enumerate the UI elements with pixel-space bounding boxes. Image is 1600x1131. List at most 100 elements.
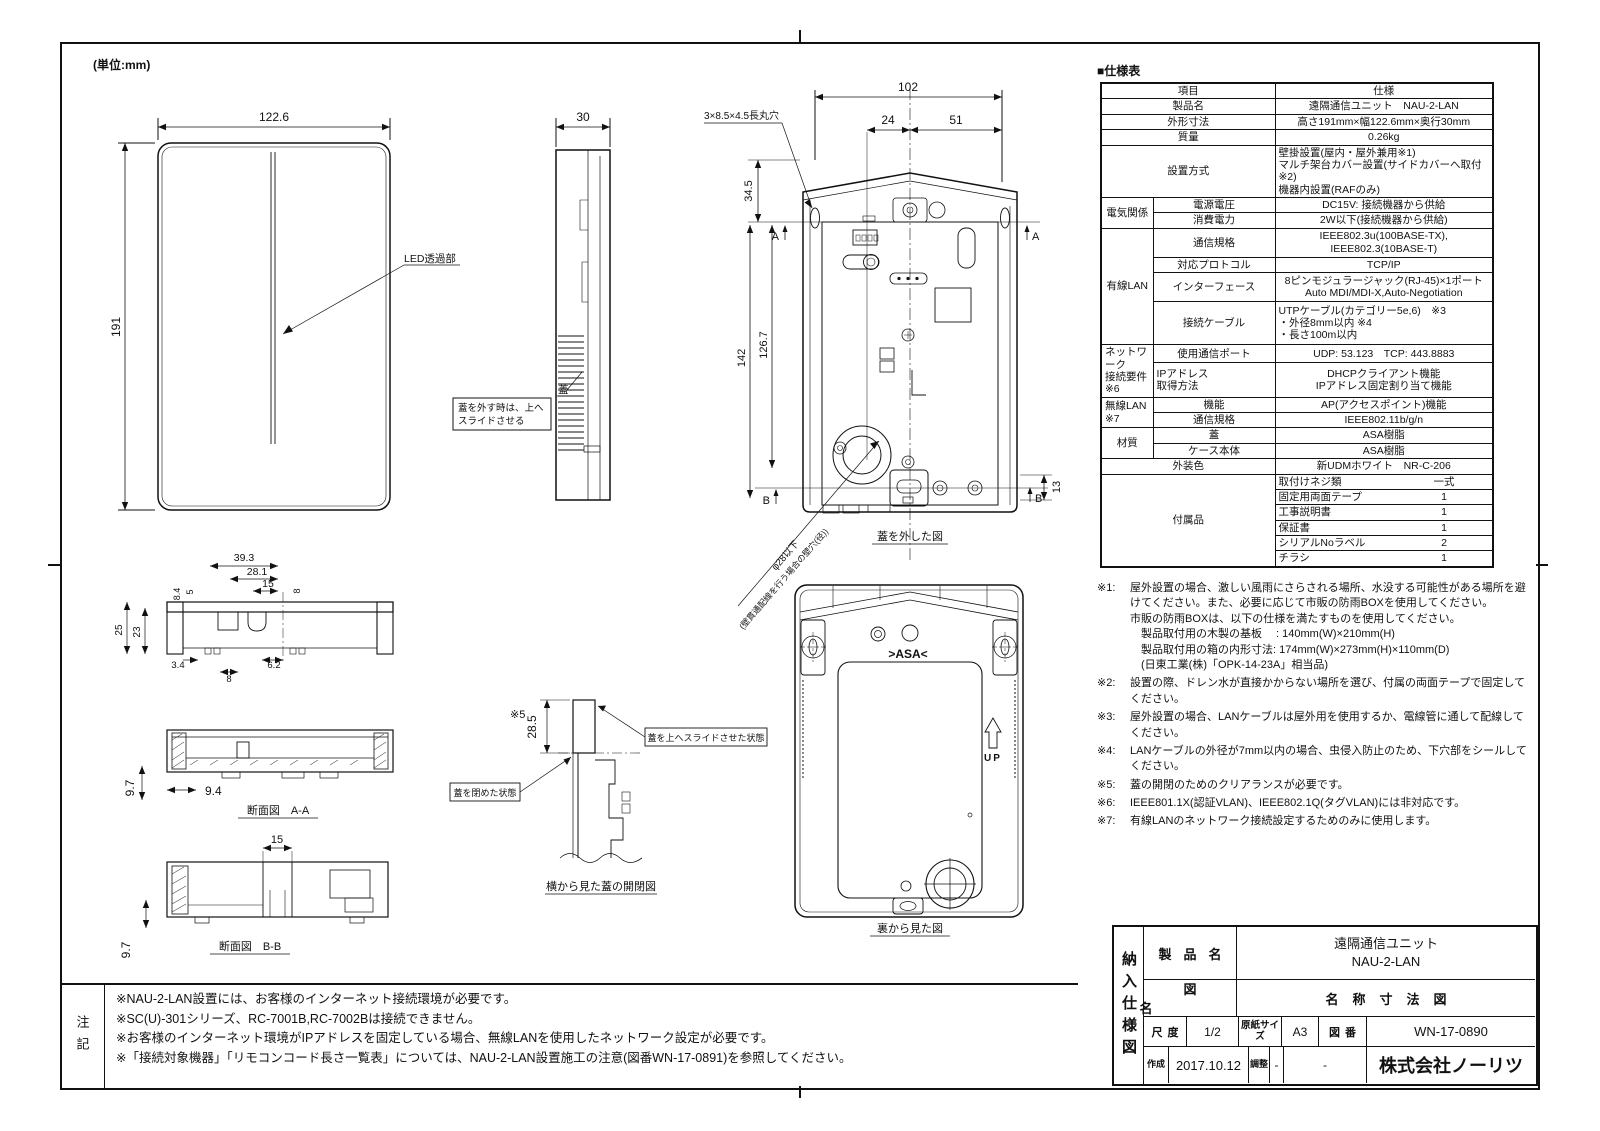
spec-value: DC15V: 接続機器から供給 bbox=[1274, 196, 1494, 214]
spec-value: UTPケーブル(カテゴリー5e,6) ※3 ・外径8mm以内 ※4 ・長さ100… bbox=[1274, 301, 1494, 346]
remarks-lines: ※NAU-2-LAN設置には、お客様のインターネット接続環境が必要です。 ※SC… bbox=[116, 990, 1070, 1069]
accessory-name: シリアルNoラベル bbox=[1278, 537, 1366, 549]
spec-label: 電源電圧 bbox=[1152, 196, 1276, 214]
dim-39-3: 39.3 bbox=[234, 552, 255, 564]
footnotes: ※1:屋外設置の場合、激しい風雨にさらされる場所、水没する可能性がある場所を避け… bbox=[1097, 581, 1529, 833]
created-label: 作成 bbox=[1144, 1047, 1169, 1083]
footnote-tag: ※2: bbox=[1097, 677, 1116, 690]
spec-table: 項目仕様 製品名遠隔通信ユニット NAU-2-LAN 外形寸法高さ191mm×幅… bbox=[1100, 82, 1494, 568]
spec-value: IEEE802.11b/g/n bbox=[1274, 411, 1494, 429]
lid-open-close-view: ※5 28.5 蓋を上へスライドさせた状態 蓋を閉めた状態 横から見た蓋の開閉図 bbox=[449, 699, 768, 895]
section-bb-view: 15 9.7 断面図 B-B bbox=[119, 834, 389, 958]
remark-line: ※SC(U)-301シリーズ、RC-7001B,RC-7002Bは接続できません… bbox=[116, 1011, 481, 1026]
footnote-tag: ※3: bbox=[1097, 711, 1116, 724]
remark-line: ※お客様のインターネット環境がIPアドレスを固定している場合、無線LANを使用し… bbox=[116, 1031, 774, 1046]
spec-group: 電気関係 bbox=[1100, 197, 1154, 229]
spec-label: 消費電力 bbox=[1152, 212, 1276, 229]
spec-value: DHCPクライアント機能 IPアドレス固定割り当て機能 bbox=[1274, 362, 1494, 398]
spec-group: 有線LAN bbox=[1100, 227, 1154, 346]
scale-value: 1/2 bbox=[1187, 1017, 1239, 1047]
rear-exterior-view: >ASA< UP 裏から見た図 bbox=[794, 584, 1024, 937]
dim-13: 13 bbox=[1051, 481, 1063, 493]
accessory-name: 固定用両面テープ bbox=[1278, 490, 1362, 503]
slot-hole-label: 3×8.5×4.5長丸穴 bbox=[704, 109, 779, 122]
remarks-box: 注記 ※NAU-2-LAN設置には、お客様のインターネット接続環境が必要です。 … bbox=[60, 983, 1078, 1088]
side-view: 30 蓋 蓋を外す時は、上へ スライドさせる bbox=[452, 110, 611, 501]
wall-hole-note-label: (壁貫通配線を行う場合の壁穴(径)) bbox=[737, 526, 830, 631]
spec-label: 付属品 bbox=[1100, 473, 1276, 568]
footnote-text: 屋外設置の場合、激しい風雨にさらされる場所、水没する可能性がある場所を避けてくだ… bbox=[1130, 582, 1526, 671]
clearance-ref: ※5 bbox=[510, 709, 525, 721]
spec-group: 材質 bbox=[1100, 427, 1154, 460]
dim-23: 23 bbox=[132, 626, 143, 638]
spec-label: 接続ケーブル bbox=[1152, 301, 1276, 346]
lid-closed-label: 蓋を閉めた状態 bbox=[453, 787, 516, 798]
spec-value: 高さ191mm×幅122.6mm×奥行30mm bbox=[1274, 113, 1494, 131]
spec-label: 対応プロトコル bbox=[1152, 256, 1276, 274]
footnote-text: 屋外設置の場合、LANケーブルは屋外用を使用するか、電線管に通して配線してくださ… bbox=[1130, 711, 1524, 739]
footnote-text: 蓋の開閉のためのクリアランスが必要です。 bbox=[1130, 778, 1349, 791]
remark-line: ※NAU-2-LAN設置には、お客様のインターネット接続環境が必要です。 bbox=[116, 992, 517, 1006]
dim-8-4: 8.4 bbox=[172, 588, 182, 601]
led-label: LED透過部 bbox=[404, 252, 456, 265]
spec-label: 外形寸法 bbox=[1100, 113, 1276, 131]
spec-label: IPアドレス 取得方法 bbox=[1152, 362, 1276, 398]
dim-28-1: 28.1 bbox=[247, 566, 268, 578]
doc-type-label: 納入仕様図 bbox=[1114, 927, 1144, 1084]
spec-value: UDP: 53.123 TCP: 443.8883 bbox=[1274, 344, 1494, 364]
accessory-row: 取付けネジ類一式 bbox=[1274, 473, 1494, 490]
spec-label: 蓋 bbox=[1152, 427, 1276, 444]
drawing-name-label: 図名 bbox=[1139, 980, 1241, 1017]
spec-value: ASA樹脂 bbox=[1274, 427, 1494, 444]
footnote-text: 設置の際、ドレン水が直接かからない場所を選び、付属の両面テープで固定してください… bbox=[1130, 677, 1526, 705]
drawing-number-value: WN-17-0890 bbox=[1367, 1017, 1535, 1047]
spec-value: 新UDMホワイト NR-C-206 bbox=[1274, 458, 1494, 475]
section-aa-caption: 断面図 A-A bbox=[247, 803, 310, 817]
dim-8b: 8 bbox=[226, 674, 231, 685]
unit-label: (単位:mm) bbox=[93, 58, 151, 72]
spec-value: 0.26kg bbox=[1274, 129, 1494, 146]
adjust-value: - bbox=[1270, 1047, 1284, 1083]
rear-open-caption: 蓋を外した図 bbox=[877, 530, 943, 543]
registration-tick bbox=[799, 1086, 801, 1098]
dim-15-bb: 15 bbox=[271, 834, 283, 846]
dim-51: 51 bbox=[949, 113, 963, 127]
company-logo: 株式会社ノーリツ bbox=[1379, 1056, 1523, 1076]
section-aa-view: 9.4 9.7 断面図 A-A bbox=[123, 729, 394, 819]
revision-blank: - bbox=[1284, 1047, 1367, 1083]
spec-header-item: 項目 bbox=[1100, 82, 1276, 100]
dim-25: 25 bbox=[114, 624, 125, 636]
rear-open-view: 102 24 51 34.5 142 126.7 13 A A B B bbox=[704, 80, 1063, 631]
spec-value: 遠隔通信ユニット NAU-2-LAN bbox=[1274, 98, 1494, 115]
footnote: ※7:有線LANのネットワーク接続設定するためのみに使用します。 bbox=[1097, 814, 1529, 829]
spec-value: IEEE802.3u(100BASE-TX), IEEE802.3(10BASE… bbox=[1274, 227, 1494, 258]
dim-28-5: 28.5 bbox=[525, 715, 539, 739]
asa-material-mark: >ASA< bbox=[888, 647, 927, 661]
dim-9-7-aa: 9.7 bbox=[123, 779, 137, 796]
spec-label: 製品名 bbox=[1100, 98, 1276, 115]
spec-label: 通信規格 bbox=[1152, 227, 1276, 258]
footnote: ※4:LANケーブルの外径が7mm以内の場合、虫侵入防止のため、下穴部をシールし… bbox=[1097, 744, 1529, 775]
up-label: UP bbox=[984, 753, 1002, 764]
accessory-name: チラシ bbox=[1278, 552, 1310, 565]
dim-15t: 15 bbox=[262, 578, 274, 590]
dim-9-7-bb: 9.7 bbox=[119, 941, 133, 958]
spec-label: 外装色 bbox=[1100, 458, 1276, 475]
footnote-tag: ※6: bbox=[1097, 797, 1116, 810]
registration-tick bbox=[1536, 564, 1548, 566]
footnote-text: IEEE801.1X(認証VLAN)、IEEE802.1Q(タグVLAN)には非… bbox=[1130, 797, 1466, 810]
lid-open-label: 蓋を上へスライドさせた状態 bbox=[647, 732, 764, 743]
section-bb-caption: 断面図 B-B bbox=[219, 939, 281, 953]
spec-value: ASA樹脂 bbox=[1274, 442, 1494, 460]
accessory-name: 保証書 bbox=[1278, 521, 1311, 534]
lid-note-line2: スライドさせる bbox=[458, 416, 525, 427]
spec-label: 設置方式 bbox=[1100, 144, 1276, 198]
accessory-name: 取付けネジ類 bbox=[1278, 475, 1342, 488]
footnote-text: LANケーブルの外径が7mm以内の場合、虫侵入防止のため、下穴部をシールしてくだ… bbox=[1130, 744, 1527, 773]
drawing-name-value: 名称寸法図 bbox=[1237, 980, 1535, 1017]
dim-102: 102 bbox=[898, 80, 918, 94]
footnote: ※2: 設置の際、ドレン水が直接かからない場所を選び、付属の両面テープで固定してく… bbox=[1097, 676, 1529, 707]
